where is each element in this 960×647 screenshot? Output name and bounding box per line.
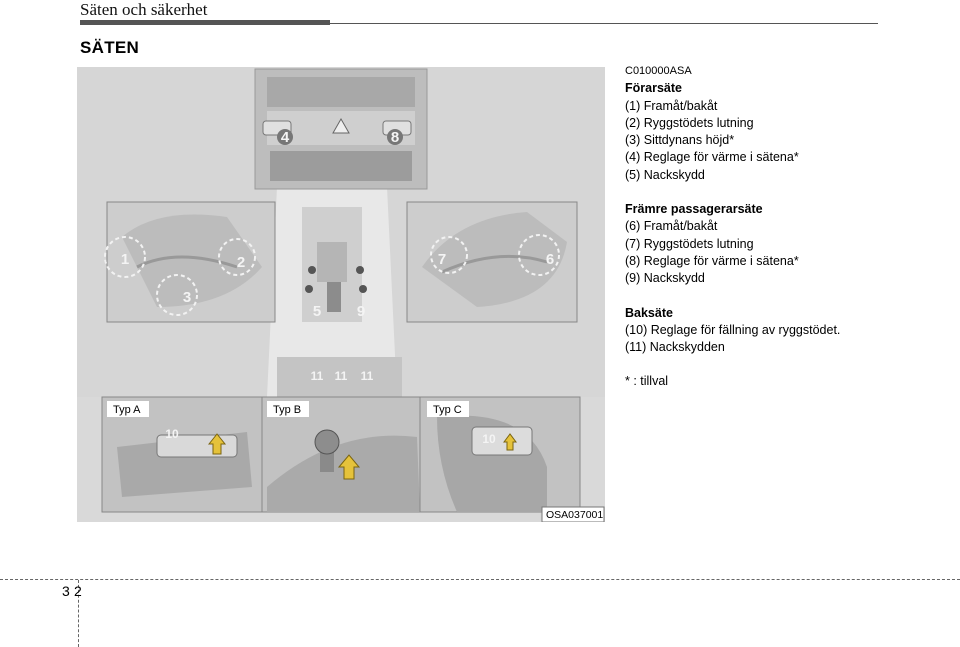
seats-illustration: 1 2 3 4 5 6 7 8 9 10 10 11 11 11 Typ A T…: [77, 67, 605, 522]
footer-rule: [0, 579, 960, 580]
seat-description: C010000ASA Förarsäte (1) Framåt/bakåt (2…: [625, 63, 925, 391]
chapter-number: 3: [62, 583, 70, 599]
callout-11-b: 11: [335, 369, 348, 383]
callout-5: 5: [313, 303, 321, 320]
callout-3: 3: [183, 289, 191, 306]
callout-7: 7: [438, 251, 446, 268]
section-title: SÄTEN: [80, 38, 140, 57]
doc-code: C010000ASA: [625, 65, 692, 77]
group-heading-passenger: Främre passagerarsäte: [625, 202, 763, 217]
callout-10-a: 10: [165, 427, 179, 441]
footer-divider: [78, 580, 79, 647]
header-bar: [80, 20, 330, 25]
label-typ-c: Typ C: [433, 404, 462, 416]
label-typ-a: Typ A: [113, 404, 141, 416]
list-item: (6) Framåt/bakåt: [625, 219, 718, 234]
callout-2: 2: [237, 254, 245, 271]
list-item: (5) Nackskydd: [625, 167, 705, 182]
group-heading-driver: Förarsäte: [625, 81, 682, 96]
figure-code: OSA037001: [546, 509, 603, 521]
callout-8: 8: [391, 129, 399, 146]
callout-11-a: 11: [311, 369, 324, 383]
callout-11-c: 11: [361, 369, 374, 383]
callout-1: 1: [121, 251, 129, 268]
header-rule: [330, 23, 878, 24]
callout-9: 9: [357, 303, 365, 320]
page-index: 2: [74, 583, 82, 599]
list-item: (11) Nackskydden: [625, 340, 725, 355]
callout-6: 6: [546, 251, 554, 268]
group-heading-rear: Baksäte: [625, 305, 673, 320]
callout-10-c: 10: [482, 432, 496, 446]
list-item: (2) Ryggstödets lutning: [625, 115, 754, 130]
list-item: (1) Framåt/bakåt: [625, 98, 718, 113]
callout-4: 4: [281, 129, 290, 146]
list-item: (10) Reglage för fällning av ryggstödet.: [625, 322, 841, 337]
list-item: (3) Sittdynans höjd*: [625, 133, 735, 148]
list-item: (8) Reglage för värme i sätena*: [625, 253, 799, 268]
list-item: (7) Ryggstödets lutning: [625, 236, 754, 251]
footnote: * : tillval: [625, 374, 669, 389]
list-item: (9) Nackskydd: [625, 271, 705, 286]
header-title: Säten och säkerhet: [80, 0, 208, 19]
label-typ-b: Typ B: [273, 404, 301, 416]
list-item: (4) Reglage för värme i sätena*: [625, 150, 799, 165]
